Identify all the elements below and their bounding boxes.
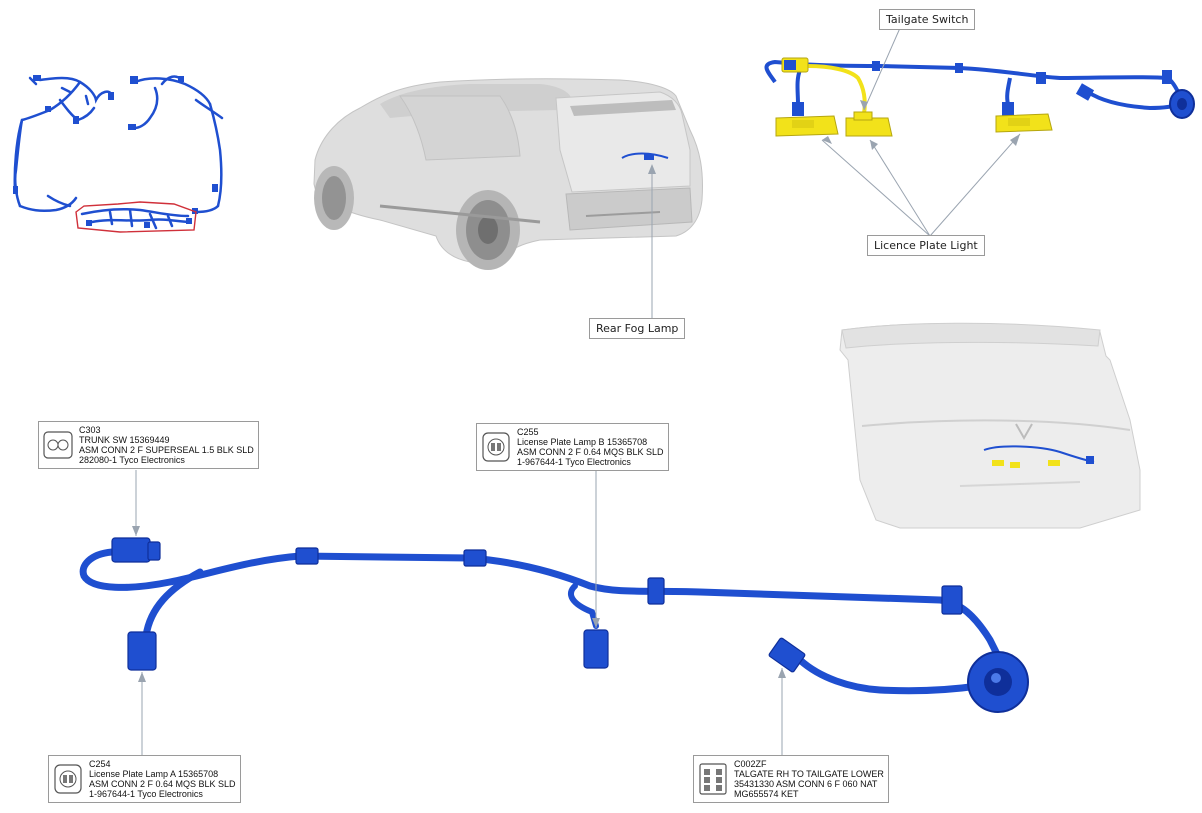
main-harness-clips bbox=[111, 537, 963, 673]
connector-id: C254 bbox=[89, 759, 111, 769]
connector-id: C303 bbox=[79, 425, 101, 435]
connector-line: 282080-1 Tyco Electronics bbox=[79, 455, 185, 465]
callout-rear-fog-lamp: Rear Fog Lamp bbox=[589, 318, 686, 339]
connector-box-c303: C303 TRUNK SW 15369449 ASM CONN 2 F SUPE… bbox=[38, 421, 259, 469]
connector-line: License Plate Lamp A 15365708 bbox=[89, 769, 219, 779]
connector-icon bbox=[699, 763, 727, 795]
grommet bbox=[967, 651, 1029, 713]
main-harness bbox=[79, 548, 1004, 695]
connector-line: 1-967644-1 Tyco Electronics bbox=[89, 789, 203, 799]
callout-tailgate-switch: Tailgate Switch bbox=[879, 9, 976, 30]
connector-box-c255: C255 License Plate Lamp B 15365708 ASM C… bbox=[476, 423, 669, 471]
connector-line: MG655574 KET bbox=[734, 789, 799, 799]
connector-line: License Plate Lamp B 15365708 bbox=[517, 437, 648, 447]
connector-icon bbox=[43, 431, 73, 459]
harness-overview bbox=[13, 75, 224, 230]
highlight-region bbox=[75, 201, 197, 233]
leader-arrows-top bbox=[648, 100, 1020, 174]
tailgate-panel bbox=[839, 322, 1141, 529]
connector-icon bbox=[482, 432, 510, 462]
connector-id: C255 bbox=[517, 427, 539, 437]
connector-line: 1-967644-1 Tyco Electronics bbox=[517, 457, 631, 467]
connector-line: ASM CONN 2 F SUPERSEAL 1.5 BLK SLD bbox=[79, 445, 254, 455]
leader-lines-top bbox=[651, 27, 1021, 318]
connector-line: ASM CONN 2 F 0.64 MQS BLK SLD bbox=[517, 447, 664, 457]
callout-licence-plate-light: Licence Plate Light bbox=[867, 235, 985, 256]
connector-box-c002zf: C002ZF TALGATE RH TO TAILGATE LOWER 3543… bbox=[693, 755, 889, 803]
connector-icon bbox=[54, 764, 82, 794]
connector-line: TRUNK SW 15369449 bbox=[79, 435, 170, 445]
harness-overview-connectors bbox=[13, 75, 218, 228]
leader-lines-connectors bbox=[135, 470, 783, 756]
connector-line: ASM CONN 2 F 0.64 MQS BLK SLD bbox=[89, 779, 236, 789]
vehicle-rear-view bbox=[313, 78, 703, 270]
connector-id: C002ZF bbox=[734, 759, 767, 769]
leader-arrows-connectors bbox=[132, 526, 786, 682]
connector-line: TALGATE RH TO TAILGATE LOWER bbox=[734, 769, 884, 779]
connector-box-c254: C254 License Plate Lamp A 15365708 ASM C… bbox=[48, 755, 241, 803]
harness-detail-top bbox=[764, 57, 1195, 137]
connector-line: 35431330 ASM CONN 6 F 060 NAT bbox=[734, 779, 878, 789]
